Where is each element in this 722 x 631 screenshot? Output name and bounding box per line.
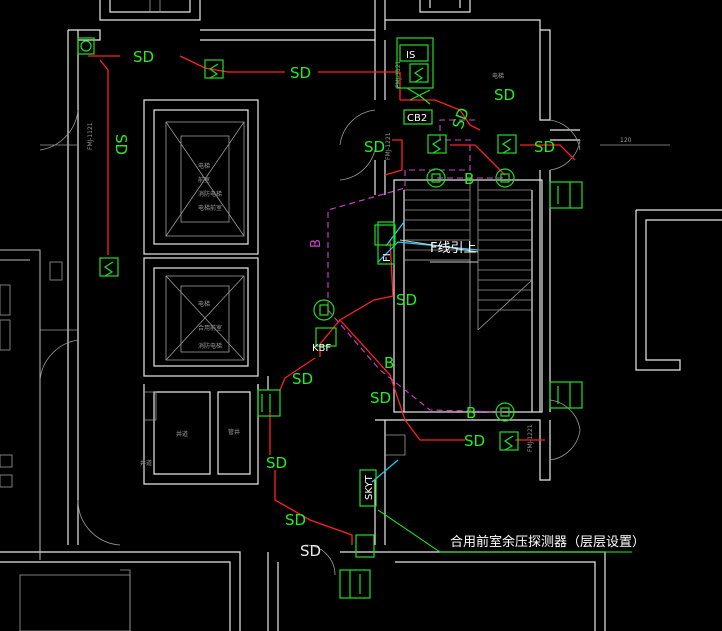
sd-label-bottom: SD xyxy=(300,542,321,560)
m-panel-4 xyxy=(339,569,371,599)
sd-label-center: SD xyxy=(396,291,417,309)
sd-label-top-mid: SD xyxy=(290,64,311,82)
fi-label: FI xyxy=(382,253,393,262)
s-module-3 xyxy=(427,134,447,154)
svg-text:合用前室: 合用前室 xyxy=(198,324,222,332)
m-panel-3 xyxy=(257,389,281,417)
sd-label-mid-right: SD xyxy=(534,138,555,156)
f-riser-label: F线引上 xyxy=(430,241,476,256)
svg-text:消防电梯: 消防电梯 xyxy=(198,190,222,198)
red-cable-runs xyxy=(88,55,576,545)
note-leader-line xyxy=(377,509,632,553)
b-label-2: B xyxy=(384,354,394,372)
sd-label-upper-right: SD xyxy=(494,86,515,104)
sd-label-left-vertical: SD xyxy=(112,134,130,155)
sd-label-core: SD xyxy=(292,370,313,388)
svg-text:消防电梯: 消防电梯 xyxy=(198,342,222,350)
svg-text:电梯前室: 电梯前室 xyxy=(198,204,222,212)
is-label: IS xyxy=(406,50,415,61)
cb2-label: CB2 xyxy=(407,113,427,124)
sd-label-mid-left: SD xyxy=(364,138,385,156)
s-module-4 xyxy=(497,134,517,154)
skyt-label: SKYT xyxy=(364,474,375,500)
stair-treads xyxy=(404,180,533,412)
svg-text:井道: 井道 xyxy=(140,459,152,467)
s-module-6 xyxy=(409,63,429,83)
b-label-1: B xyxy=(464,170,474,188)
b-label-vertical: B xyxy=(309,239,324,248)
svg-text:电梯: 电梯 xyxy=(198,162,210,170)
svg-text:管井: 管井 xyxy=(228,428,240,436)
door-label-top: FMJ-1121 xyxy=(395,60,402,88)
s-module-5 xyxy=(499,431,519,451)
door-label-mid: FMJ-1221 xyxy=(385,132,392,160)
devices xyxy=(77,37,583,599)
kbf-label: KBF xyxy=(312,343,331,354)
svg-text:电梯: 电梯 xyxy=(198,300,210,308)
sd-label-shaft: SD xyxy=(266,454,287,472)
riser-leader-line xyxy=(399,239,479,263)
m-panel-1 xyxy=(549,181,583,209)
s-module-1 xyxy=(204,59,224,79)
sd-label-top: SD xyxy=(133,48,154,66)
sd-label-stair-bottom: SD xyxy=(370,389,391,407)
sd-label-diag: SD xyxy=(449,105,473,131)
sd-label-bottom-right: SD xyxy=(464,432,485,450)
sounder-4 xyxy=(495,402,515,422)
m-panel-2 xyxy=(549,381,583,409)
svg-text:电梯: 电梯 xyxy=(492,72,504,80)
door-label-left: FMJ-1121 xyxy=(87,122,94,150)
pressure-detector-note: 合用前室余压探测器（层层设置） xyxy=(450,534,645,550)
sounder-2 xyxy=(495,168,515,188)
sounder-1 xyxy=(426,168,446,188)
svg-text:前室: 前室 xyxy=(198,176,210,184)
sounder-3 xyxy=(313,299,335,321)
door-label-right: FMJ-1221 xyxy=(527,424,534,452)
magenta-bus xyxy=(327,119,506,413)
dimension-120: 120 xyxy=(620,137,632,144)
sd-label-lower: SD xyxy=(285,511,306,529)
b-label-3: B xyxy=(466,404,476,422)
s-module-2 xyxy=(99,257,119,277)
svg-text:井道: 井道 xyxy=(176,430,188,438)
